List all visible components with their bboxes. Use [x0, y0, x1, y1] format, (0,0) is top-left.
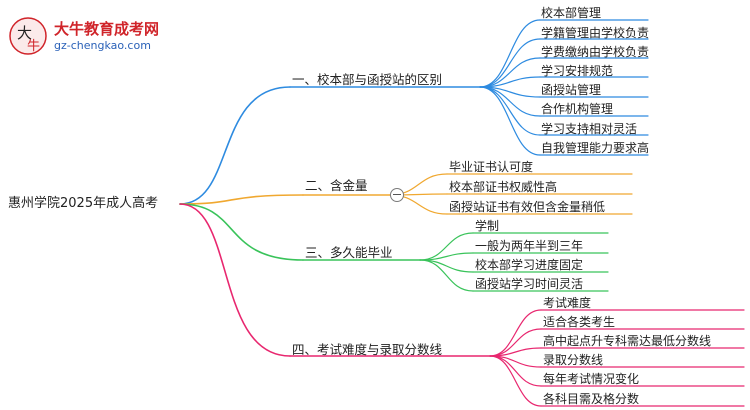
branch-connector — [179, 203, 304, 261]
watermark-url: gz-chengkao.com — [54, 39, 151, 52]
leaf-node[interactable]: 校本部证书权威性高 — [449, 180, 558, 194]
watermark-site-name: 大牛教育成考网 — [54, 20, 160, 38]
leaf-node[interactable]: 各科目需及格分数 — [543, 392, 640, 406]
leaf-node[interactable]: 每年考试情况变化 — [543, 372, 640, 386]
collapse-toggle-icon[interactable] — [390, 188, 404, 202]
leaf-connector — [419, 259, 474, 292]
watermark-logo: 大 牛 大牛教育成考网 gz-chengkao.com — [8, 14, 173, 62]
leaf-node[interactable]: 录取分数线 — [543, 353, 604, 367]
branch-connector — [179, 86, 291, 205]
leaf-node[interactable]: 学制 — [475, 219, 500, 233]
root-node[interactable]: 惠州学院2025年成人高考 — [8, 196, 159, 211]
leaf-node[interactable]: 毕业证书认可度 — [449, 160, 534, 174]
leaf-node[interactable]: 校本部管理 — [541, 6, 602, 20]
leaf-node[interactable]: 函授站管理 — [541, 83, 602, 97]
branch-node-1[interactable]: 一、校本部与函授站的区别 — [292, 72, 443, 87]
leaf-node[interactable]: 函授站证书有效但含金量稍低 — [449, 200, 606, 214]
leaf-node[interactable]: 学习支持相对灵活 — [541, 122, 638, 136]
leaf-connector — [489, 355, 542, 407]
leaf-connector — [479, 86, 541, 156]
branch-node-4[interactable]: 四、考试难度与录取分数线 — [292, 342, 443, 357]
leaf-node[interactable]: 适合各类考生 — [543, 315, 616, 329]
leaf-node[interactable]: 高中起点升专科需达最低分数线 — [543, 334, 712, 348]
leaf-node[interactable]: 学籍管理由学校负责 — [541, 26, 650, 40]
leaf-node[interactable]: 校本部学习进度固定 — [475, 258, 584, 272]
svg-text:大: 大 — [17, 24, 32, 42]
leaf-connector — [479, 38, 541, 88]
branch-node-3[interactable]: 三、多久能毕业 — [305, 245, 393, 260]
leaf-connector — [489, 309, 542, 357]
leaf-connector — [479, 86, 541, 136]
leaf-node[interactable]: 学费缴纳由学校负责 — [541, 45, 650, 59]
leaf-node[interactable]: 函授站学习时间灵活 — [475, 277, 584, 291]
branch-node-2[interactable]: 二、含金量 — [305, 178, 368, 193]
leaf-connector — [479, 19, 541, 88]
svg-text:牛: 牛 — [27, 39, 40, 54]
leaf-node[interactable]: 合作机构管理 — [541, 102, 614, 116]
leaf-connector — [419, 259, 474, 273]
leaf-node[interactable]: 考试难度 — [543, 296, 592, 310]
leaf-node[interactable]: 一般为两年半到三年 — [475, 239, 584, 253]
bull-logo-icon: 大 牛 — [9, 17, 47, 55]
leaf-node[interactable]: 学习安排规范 — [541, 64, 614, 78]
branch-connector — [179, 194, 304, 205]
leaf-node[interactable]: 自我管理能力要求高 — [541, 141, 650, 155]
branch-connector — [179, 203, 291, 357]
